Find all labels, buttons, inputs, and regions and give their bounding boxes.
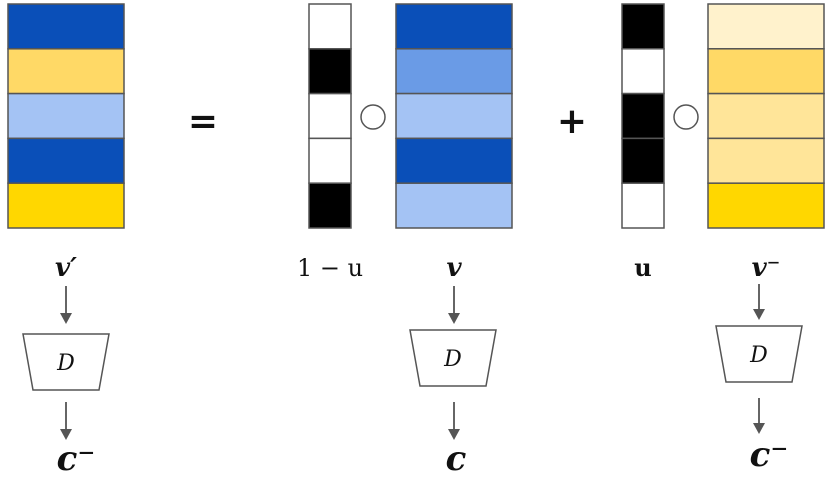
plus-sign: +	[557, 101, 587, 142]
hadamard-operator-2	[673, 104, 699, 130]
decoder-pipeline-1: D c⁻	[22, 286, 110, 479]
label-one-minus-u: 1 − u	[297, 254, 363, 282]
vector-v-prime	[7, 3, 125, 229]
vector-cell	[308, 182, 352, 229]
vector-cell	[395, 3, 513, 50]
decoder-output: c	[446, 439, 467, 479]
vector-cell	[621, 137, 665, 184]
vector-cell	[707, 48, 825, 95]
vector-cell	[707, 182, 825, 229]
vector-cell	[395, 92, 513, 140]
arrowhead-icon	[448, 429, 460, 440]
decoder-label: D	[443, 347, 462, 372]
vector-cell	[7, 137, 125, 184]
label-v-prime: v′	[55, 253, 77, 283]
arrowhead-icon	[60, 313, 72, 324]
vector-cell	[308, 92, 352, 140]
vector-cell	[621, 182, 665, 229]
vector-cell	[7, 182, 125, 229]
equals-sign: =	[188, 101, 218, 142]
vector-cell	[7, 92, 125, 140]
vector-one-minus-u	[308, 3, 352, 229]
vector-cell	[621, 92, 665, 140]
vector-cell	[707, 92, 825, 140]
arrowhead-icon	[448, 313, 460, 324]
vector-cell	[621, 3, 665, 50]
decoder-output: c⁻	[750, 435, 789, 475]
decoder-pipeline-3: D c⁻	[715, 284, 803, 475]
decoder-label: D	[56, 351, 75, 376]
label-v-minus: v⁻	[752, 253, 781, 283]
vector-u	[621, 3, 665, 229]
decoder-output: c⁻	[57, 439, 96, 479]
decoder-pipeline-2: D c	[409, 286, 497, 479]
arrowhead-icon	[753, 309, 765, 320]
decoder-label: D	[749, 343, 768, 368]
vector-cell	[395, 137, 513, 184]
vector-cell	[7, 48, 125, 95]
vector-cell	[395, 48, 513, 95]
vector-cell	[308, 48, 352, 95]
vector-v	[395, 3, 513, 229]
arrowhead-icon	[753, 423, 765, 434]
vector-cell	[707, 3, 825, 50]
decoder-block	[715, 325, 803, 383]
vector-cell	[707, 137, 825, 184]
label-v: v	[446, 253, 462, 283]
vector-v-minus	[707, 3, 825, 229]
arrowhead-icon	[60, 429, 72, 440]
decoder-block	[22, 333, 110, 391]
vector-cell	[308, 137, 352, 184]
decoder-block	[409, 329, 497, 387]
hadamard-operator-1	[360, 104, 386, 130]
label-u: u	[634, 253, 651, 282]
vector-cell	[395, 182, 513, 229]
vector-cell	[7, 3, 125, 50]
vector-cell	[308, 3, 352, 50]
vector-cell	[621, 48, 665, 95]
